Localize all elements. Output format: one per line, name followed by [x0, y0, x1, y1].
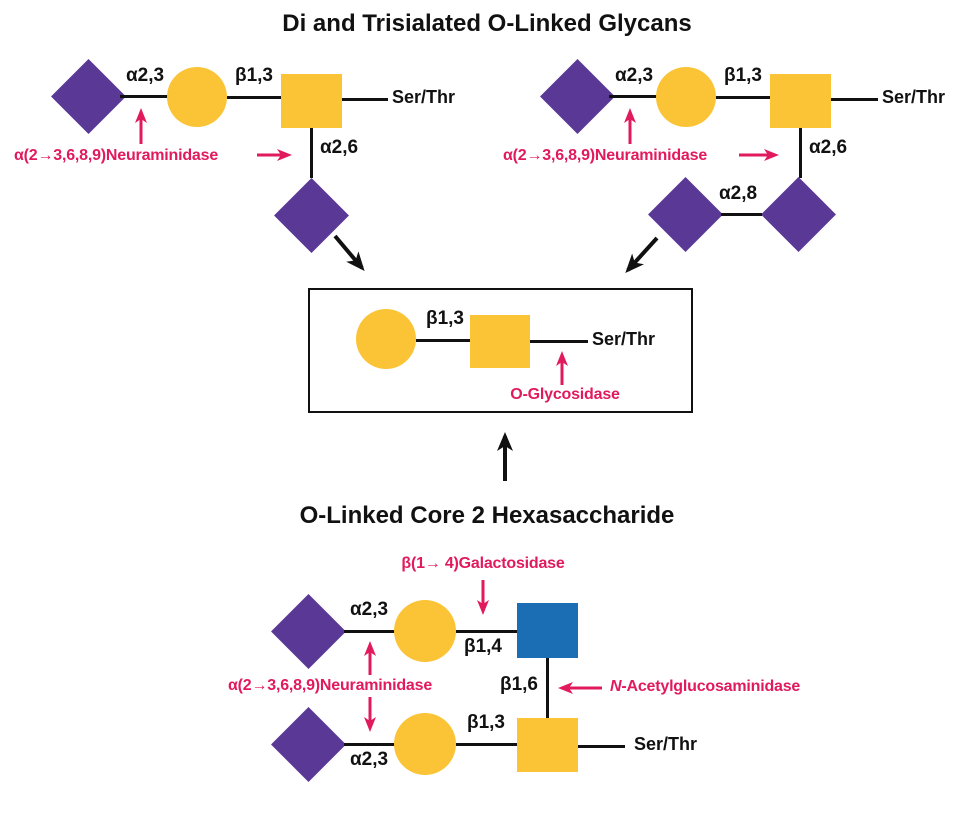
neuraminidase-label: α(2→3,6,8,9)Neuraminidase: [14, 147, 219, 164]
bond-line: [456, 629, 517, 633]
linkage-label: β1,3: [234, 65, 273, 86]
flow-arrow-right-icon: [625, 236, 659, 273]
sialic-acid-diamond-icon: [273, 177, 349, 253]
ser-thr-label: Ser/Thr: [882, 87, 946, 107]
galactosidase-label: β(1→ 4)Galactosidase: [401, 555, 565, 572]
bond-line: [309, 128, 313, 178]
flow-arrow-left-icon: [333, 234, 365, 272]
main-title: Di and Trisialated O-Linked Glycans: [282, 10, 692, 37]
galnac-square-icon: [470, 315, 530, 368]
sialic-acid-diamond-icon: [270, 706, 346, 782]
glcnacase-italic-n: N: [610, 678, 622, 695]
galactose-circle-icon: [394, 600, 456, 662]
glcnac-square-icon: [517, 603, 578, 658]
bond-line: [120, 94, 168, 98]
galnac-square-icon: [517, 718, 578, 772]
linkage-label: α2,3: [125, 65, 165, 86]
bond-line: [716, 95, 770, 99]
galnac-square-icon: [281, 74, 342, 128]
linkage-label: β1,4: [463, 636, 502, 657]
linkage-label: α2,3: [349, 599, 389, 620]
galactose-circle-icon: [656, 67, 716, 127]
ser-thr-label: Ser/Thr: [392, 87, 456, 107]
bond-line: [416, 338, 470, 342]
bond-line: [342, 97, 388, 101]
bond-line: [831, 97, 878, 101]
subtitle: O-Linked Core 2 Hexasaccharide: [299, 502, 675, 529]
neuraminidase-label: α(2→3,6,8,9)Neuraminidase: [503, 147, 708, 164]
bond-line: [344, 629, 395, 633]
glcnacase-label: N-Acetylglucosaminidase: [610, 678, 800, 696]
linkage-label: α2,6: [809, 137, 848, 158]
linkage-label: α2,3: [349, 749, 389, 770]
ser-thr-label: Ser/Thr: [634, 734, 698, 754]
product-frame: [308, 288, 693, 413]
linkage-label: α2,3: [614, 65, 654, 86]
sialic-acid-diamond-icon: [760, 176, 836, 252]
neuraminidase-label: α(2→3,6,8,9)Neuraminidase: [228, 677, 433, 694]
linkage-label: β1,6: [499, 674, 538, 695]
glcnacase-rest: -Acetylglucosaminidase: [621, 678, 801, 695]
bond-line: [545, 658, 549, 718]
bond-line: [721, 212, 762, 216]
linkage-label: β1,3: [466, 712, 505, 733]
sialic-acid-diamond-icon: [539, 58, 615, 134]
galactose-circle-icon: [394, 713, 456, 775]
sialic-acid-diamond-icon: [270, 593, 346, 669]
galnac-square-icon: [770, 74, 831, 128]
bond-line: [227, 95, 281, 99]
bond-line: [344, 742, 395, 746]
linkage-label: α2,8: [718, 183, 758, 204]
bond-line: [609, 94, 657, 98]
galactose-circle-icon: [167, 67, 227, 127]
bond-line: [530, 339, 588, 343]
linkage-label: α2,6: [320, 137, 359, 158]
bond-line: [578, 744, 625, 748]
linkage-label: β1,3: [723, 65, 762, 86]
o-glycosidase-label: O-Glycosidase: [510, 386, 620, 403]
bond-line: [798, 128, 802, 178]
galactose-circle-icon: [356, 309, 416, 369]
linkage-label: β1,3: [425, 308, 464, 329]
bond-line: [456, 742, 517, 746]
ser-thr-label: Ser/Thr: [592, 329, 656, 349]
sialic-acid-diamond-icon: [50, 58, 126, 134]
